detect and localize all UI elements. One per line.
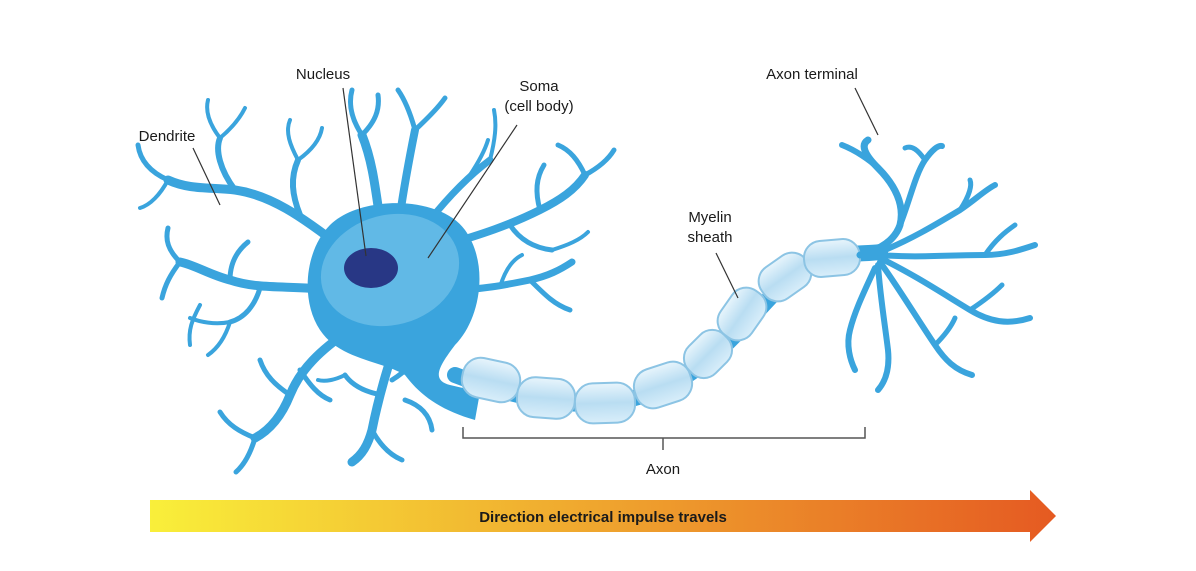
label-axon: Axon: [646, 461, 680, 478]
direction-arrow-shape: [150, 490, 1056, 542]
axon-bracket: [462, 427, 866, 450]
label-myelin-sub: sheath: [687, 229, 732, 246]
label-soma: Soma: [519, 78, 559, 95]
label-nucleus: Nucleus: [296, 66, 350, 83]
direction-arrow-text: Direction electrical impulse travels: [479, 509, 727, 526]
myelin-leader-line: [715, 252, 739, 299]
direction-arrow: Direction electrical impulse travels: [150, 490, 1056, 542]
axon-terminal-branches: [839, 136, 1038, 393]
myelin-segment: [802, 238, 862, 278]
label-soma-sub: (cell body): [504, 98, 573, 115]
soma-leader-line: [427, 124, 518, 259]
myelin-segment: [632, 360, 694, 410]
dendrites: [135, 87, 617, 475]
leader-lines: [192, 87, 879, 299]
myelin-segment: [515, 376, 577, 420]
label-axon-terminal: Axon terminal: [766, 66, 858, 83]
axon-terminal-leader-line: [854, 87, 879, 136]
nucleus-shape: [344, 248, 398, 288]
myelin-sheath: [460, 238, 862, 425]
label-myelin: Myelin: [688, 209, 731, 226]
myelin-segment: [716, 286, 768, 342]
soma: [307, 203, 480, 420]
labels: Nucleus Soma (cell body) Dendrite Axon t…: [139, 66, 858, 478]
myelin-segment: [573, 381, 637, 425]
nucleus-leader-line: [342, 87, 367, 257]
label-dendrite: Dendrite: [139, 128, 196, 145]
dendrite-leader-line: [192, 147, 221, 206]
